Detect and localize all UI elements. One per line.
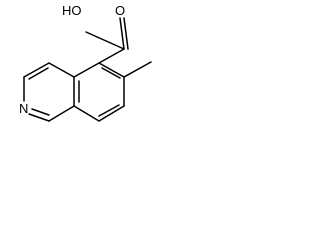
pyridine-ring [23, 62, 75, 122]
bond-carboxyl-carbon-hydroxyl [85, 31, 125, 50]
carboxylic-acid-group [85, 17, 129, 64]
bond-c4-c3-inner [28, 67, 49, 80]
bond-c4a-c4 [48, 62, 75, 78]
bond-c7-c8-inner [98, 104, 120, 117]
bond-c5-c6 [98, 62, 125, 78]
bond-carboxyl-carbon-oxygen-double-a [119, 17, 125, 50]
bond-c6-methyl [123, 61, 152, 78]
bond-n2-c1-inner [31, 108, 50, 116]
bond-carboxyl-carbon-oxygen-double-b [123, 17, 129, 50]
benzo-ring [73, 62, 125, 122]
bond-c5-c6-inner [101, 67, 121, 79]
bond-c5-carboxyl-carbon [98, 48, 125, 64]
carbonyl-oxygen-label: O [115, 3, 125, 18]
bond-c4-c3 [23, 62, 50, 78]
bond-c8-c8a [73, 105, 100, 122]
bond-c4a-c5 [73, 62, 100, 78]
bond-n2-c1 [28, 113, 50, 122]
bond-c1-c8a [48, 105, 75, 122]
bond-c7-c8 [98, 105, 125, 122]
hydroxyl-label: HO [62, 3, 82, 18]
ring-nitrogen-label: N [19, 101, 28, 116]
chemical-structure: HO O N [19, 3, 152, 122]
